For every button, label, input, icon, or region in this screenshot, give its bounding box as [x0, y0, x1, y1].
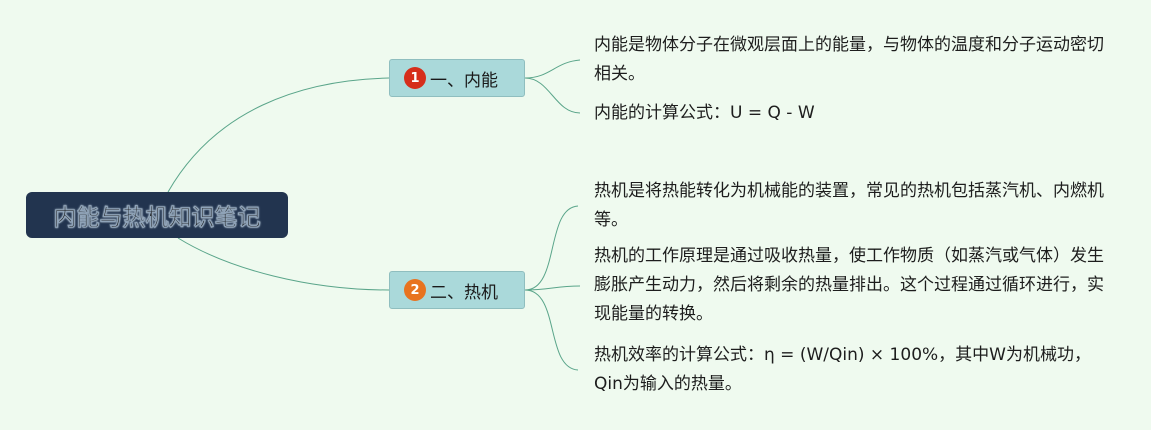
branch-node-heat-engine[interactable]: 2 二、热机	[389, 271, 525, 309]
note-heat-engine-efficiency[interactable]: 热机效率的计算公式：η = (W/Qin) × 100%，其中W为机械功，Qin…	[594, 345, 1091, 394]
priority-2-icon: 2	[404, 279, 426, 301]
connector-branch-1-to-note-1	[524, 59, 581, 79]
connector-branch-2-to-note-1	[524, 205, 579, 291]
branch-node-label: 二、热机	[430, 282, 498, 303]
note-internal-energy-definition[interactable]: 内能是物体分子在微观层面上的能量，与物体的温度和分子运动密切相关。	[594, 35, 1104, 84]
connector-branch-2-to-note-2	[524, 285, 581, 291]
branch-node-internal-energy[interactable]: 1 一、内能	[389, 59, 525, 97]
connector-branch-1-to-note-2	[524, 77, 581, 114]
note-internal-energy-formula[interactable]: 内能的计算公式：U = Q - W	[594, 103, 815, 123]
root-node[interactable]: 内能与热机知识笔记	[26, 192, 288, 238]
connector-branch-2-to-note-3	[524, 289, 579, 371]
connector-root-to-branch-2	[177, 237, 390, 291]
connector-root-to-branch-1	[167, 77, 390, 193]
root-node-label: 内能与热机知识笔记	[53, 205, 261, 231]
priority-1-icon: 1	[404, 67, 426, 89]
branch-node-label: 一、内能	[430, 70, 498, 91]
note-heat-engine-definition[interactable]: 热机是将热能转化为机械能的装置，常见的热机包括蒸汽机、内燃机等。	[594, 181, 1104, 230]
note-heat-engine-principle[interactable]: 热机的工作原理是通过吸收热量，使工作物质（如蒸汽或气体）发生膨胀产生动力，然后将…	[594, 246, 1104, 324]
